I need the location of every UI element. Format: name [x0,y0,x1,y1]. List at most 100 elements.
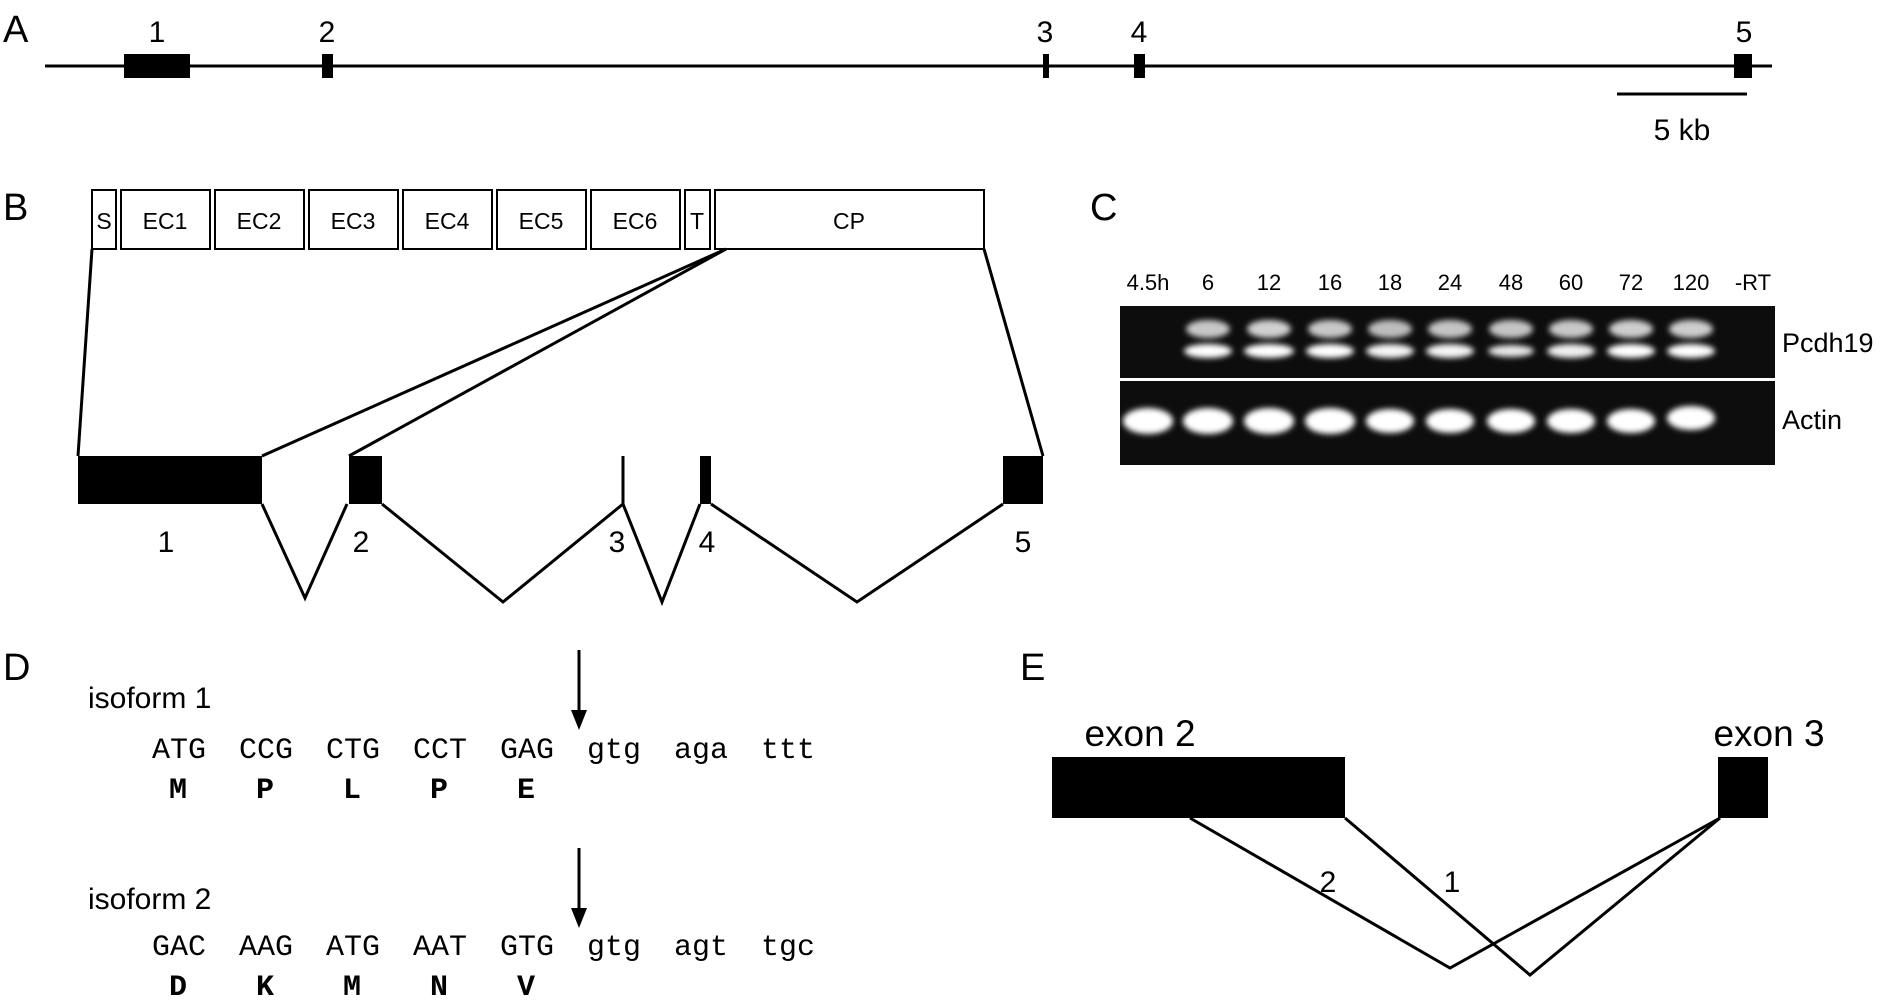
exon-3-title: exon 3 [1713,713,1824,754]
lane-label-120: 120 [1673,270,1710,295]
domain-cp [714,189,985,250]
domain-ec6-label: EC6 [613,208,658,234]
codon: AAT [413,931,467,965]
domain-s [91,189,117,250]
exon-3-block [1718,757,1768,818]
exon-3-label: 3 [1037,16,1054,49]
pcdh19-band-upper [1368,320,1412,338]
amino-acid: L [343,774,361,808]
codon: CCT [413,734,467,768]
isoform-1-label: isoform 1 [88,682,211,715]
splice-path-1-label: 1 [1444,866,1461,899]
pcdh19-band-lower [1667,344,1715,358]
exon-1-block [124,54,190,78]
pcdh19-band-upper [1186,320,1230,338]
amino-acid: K [256,971,274,1001]
lane-label-rt: -RT [1735,270,1771,295]
amino-acid: P [256,774,274,808]
actin-band [1305,408,1355,434]
pcdh19-band-upper [1308,320,1352,338]
b-exon-5-block [1003,456,1043,504]
codon: GAC [152,931,206,965]
projection-line-right [982,248,1045,457]
intron-4-chevron [710,502,1004,604]
pcdh19-band-lower [1488,345,1534,357]
lane-label-16: 16 [1318,270,1342,295]
panel-e: E exon 2 exon 3 2 1 [1020,647,1825,977]
amino-acid: N [430,971,448,1001]
exon-2-label: 2 [319,16,336,49]
splice-path-1 [1344,816,1721,977]
panel-d: D isoform 1 ATG CCG CTG CCT GAG gtg aga … [3,647,815,1001]
exon-4-block [1134,54,1145,78]
projection-line-exon1-end [261,247,727,458]
panel-c: C 4.5h 6 12 16 18 24 48 60 72 120 -RT [1090,187,1874,465]
codon: GAG [500,734,554,768]
exon-3-block [1043,54,1049,78]
pcdh19-band-lower [1306,344,1354,358]
amino-acid: V [517,971,535,1001]
b-exon-5-label: 5 [1015,526,1032,559]
b-exon-2-label: 2 [353,526,370,559]
intron-codon: tgc [761,931,815,965]
pcdh19-band-upper [1428,320,1472,338]
intron-codon: agt [674,931,728,965]
exon-5-label: 5 [1736,16,1753,49]
b-exon-1-block [78,456,262,504]
panel-b: B S EC1 EC2 EC3 EC4 EC5 EC6 T CP [3,187,1045,607]
pcdh19-band-upper [1609,320,1653,338]
panel-b-label: B [3,187,28,229]
b-exon-2-block [349,456,382,504]
pcdh19-band-lower [1184,344,1232,358]
domain-cp-label: CP [833,208,865,234]
splice-path-2-label: 2 [1320,866,1337,899]
pcdh19-band-upper [1247,320,1291,338]
domain-ec3-label: EC3 [331,208,376,234]
pcdh19-band-upper [1549,320,1593,338]
codon: CTG [326,734,380,768]
intron-2-chevron [381,502,624,604]
domain-ec2-label: EC2 [237,208,282,234]
b-exon-4-block [700,456,711,504]
actin-band [1123,408,1173,434]
amino-acid: M [169,774,187,808]
lane-label-4.5h: 4.5h [1127,270,1170,295]
splice-path-2 [1189,816,1721,970]
actin-band [1183,408,1233,434]
panel-a-label: A [3,9,29,51]
actin-bands [1123,406,1715,434]
domain-t [684,189,711,250]
domain-ec3 [308,189,399,250]
domain-ec5-label: EC5 [519,208,564,234]
projection-line-exon2-start [348,247,727,458]
intron-codon: ttt [761,734,815,768]
splice-site-arrowhead [571,908,587,928]
pcdh19-band-upper [1489,320,1533,338]
amino-acid: E [517,774,535,808]
domain-ec4 [402,189,493,250]
intron-1-chevron [260,503,349,602]
intron-codon: gtg [587,734,641,768]
pcdh19-band-lower [1547,344,1595,358]
lane-label-72: 72 [1619,270,1643,295]
actin-band [1667,406,1715,430]
exon-5-block [1734,54,1752,78]
amino-acid: D [169,971,187,1001]
lane-label-60: 60 [1559,270,1583,295]
pcdh19-bands [1184,320,1715,358]
lane-label-24: 24 [1438,270,1462,295]
domain-ec1-label: EC1 [143,208,188,234]
actin-band [1366,409,1414,433]
intron-codon: gtg [587,931,641,965]
lane-label-18: 18 [1378,270,1402,295]
panel-e-label: E [1020,647,1045,689]
lane-label-6: 6 [1202,270,1214,295]
pcdh19-band-upper [1669,320,1713,338]
row-label-pcdh19: Pcdh19 [1782,328,1874,358]
b-exon-4-label: 4 [699,526,716,559]
exon-2-title: exon 2 [1084,713,1195,754]
codon: AAG [239,931,293,965]
actin-band [1426,409,1474,433]
codon: CCG [239,734,293,768]
